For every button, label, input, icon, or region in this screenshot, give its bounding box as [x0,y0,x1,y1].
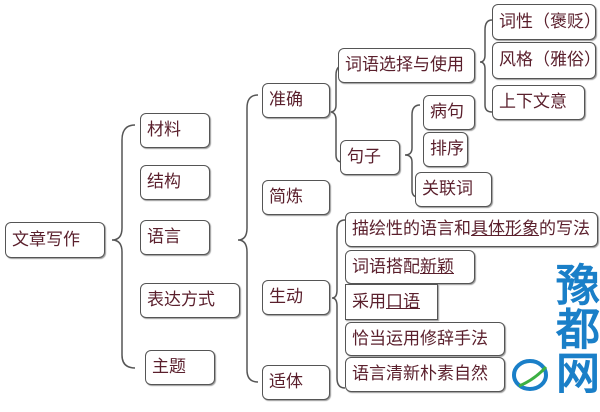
node-word-choice: 词语选择与使用 [338,48,475,83]
node-structure: 结构 [140,165,210,200]
node-faulty-sentence: 病句 [423,95,475,130]
node-accurate: 准确 [262,83,330,118]
watermark-text: 豫都网 [548,262,599,394]
node-vivid: 生动 [262,280,330,315]
node-language: 语言 [140,220,210,255]
text: 词语搭配 [352,256,420,277]
node-appropriate: 适体 [262,365,330,400]
node-style: 风格（雅俗） [492,42,600,79]
underlined-text: 口语 [386,291,420,312]
node-word-sense: 词性（褒贬） [492,4,600,40]
text: 的写法 [539,219,590,239]
node-expression: 表达方式 [140,283,240,318]
node-vivid-3: 采用口语 [345,284,438,320]
underlined-text: 具体形象 [471,219,539,239]
node-sentence: 句子 [340,140,400,175]
node-vivid-4: 恰当运用修辞手法 [345,322,505,356]
node-context: 上下文意 [492,85,585,120]
node-concise: 简炼 [262,180,330,215]
underlined-text: 新颖 [420,256,454,277]
node-theme: 主题 [145,350,215,385]
node-vivid-2: 词语搭配新颖 [345,250,475,284]
node-vivid-1: 描绘性的语言和具体形象的写法 [345,212,598,247]
root-node: 文章写作 [5,222,105,258]
node-vivid-5: 语言清新朴素自然 [345,357,505,392]
text: 描绘性的语言和 [352,219,471,239]
watermark-logo-icon [512,359,548,391]
text: 采用 [352,291,386,312]
node-material: 材料 [140,113,210,148]
node-conjunctions: 关联词 [415,172,492,207]
node-ordering: 排序 [423,132,468,167]
